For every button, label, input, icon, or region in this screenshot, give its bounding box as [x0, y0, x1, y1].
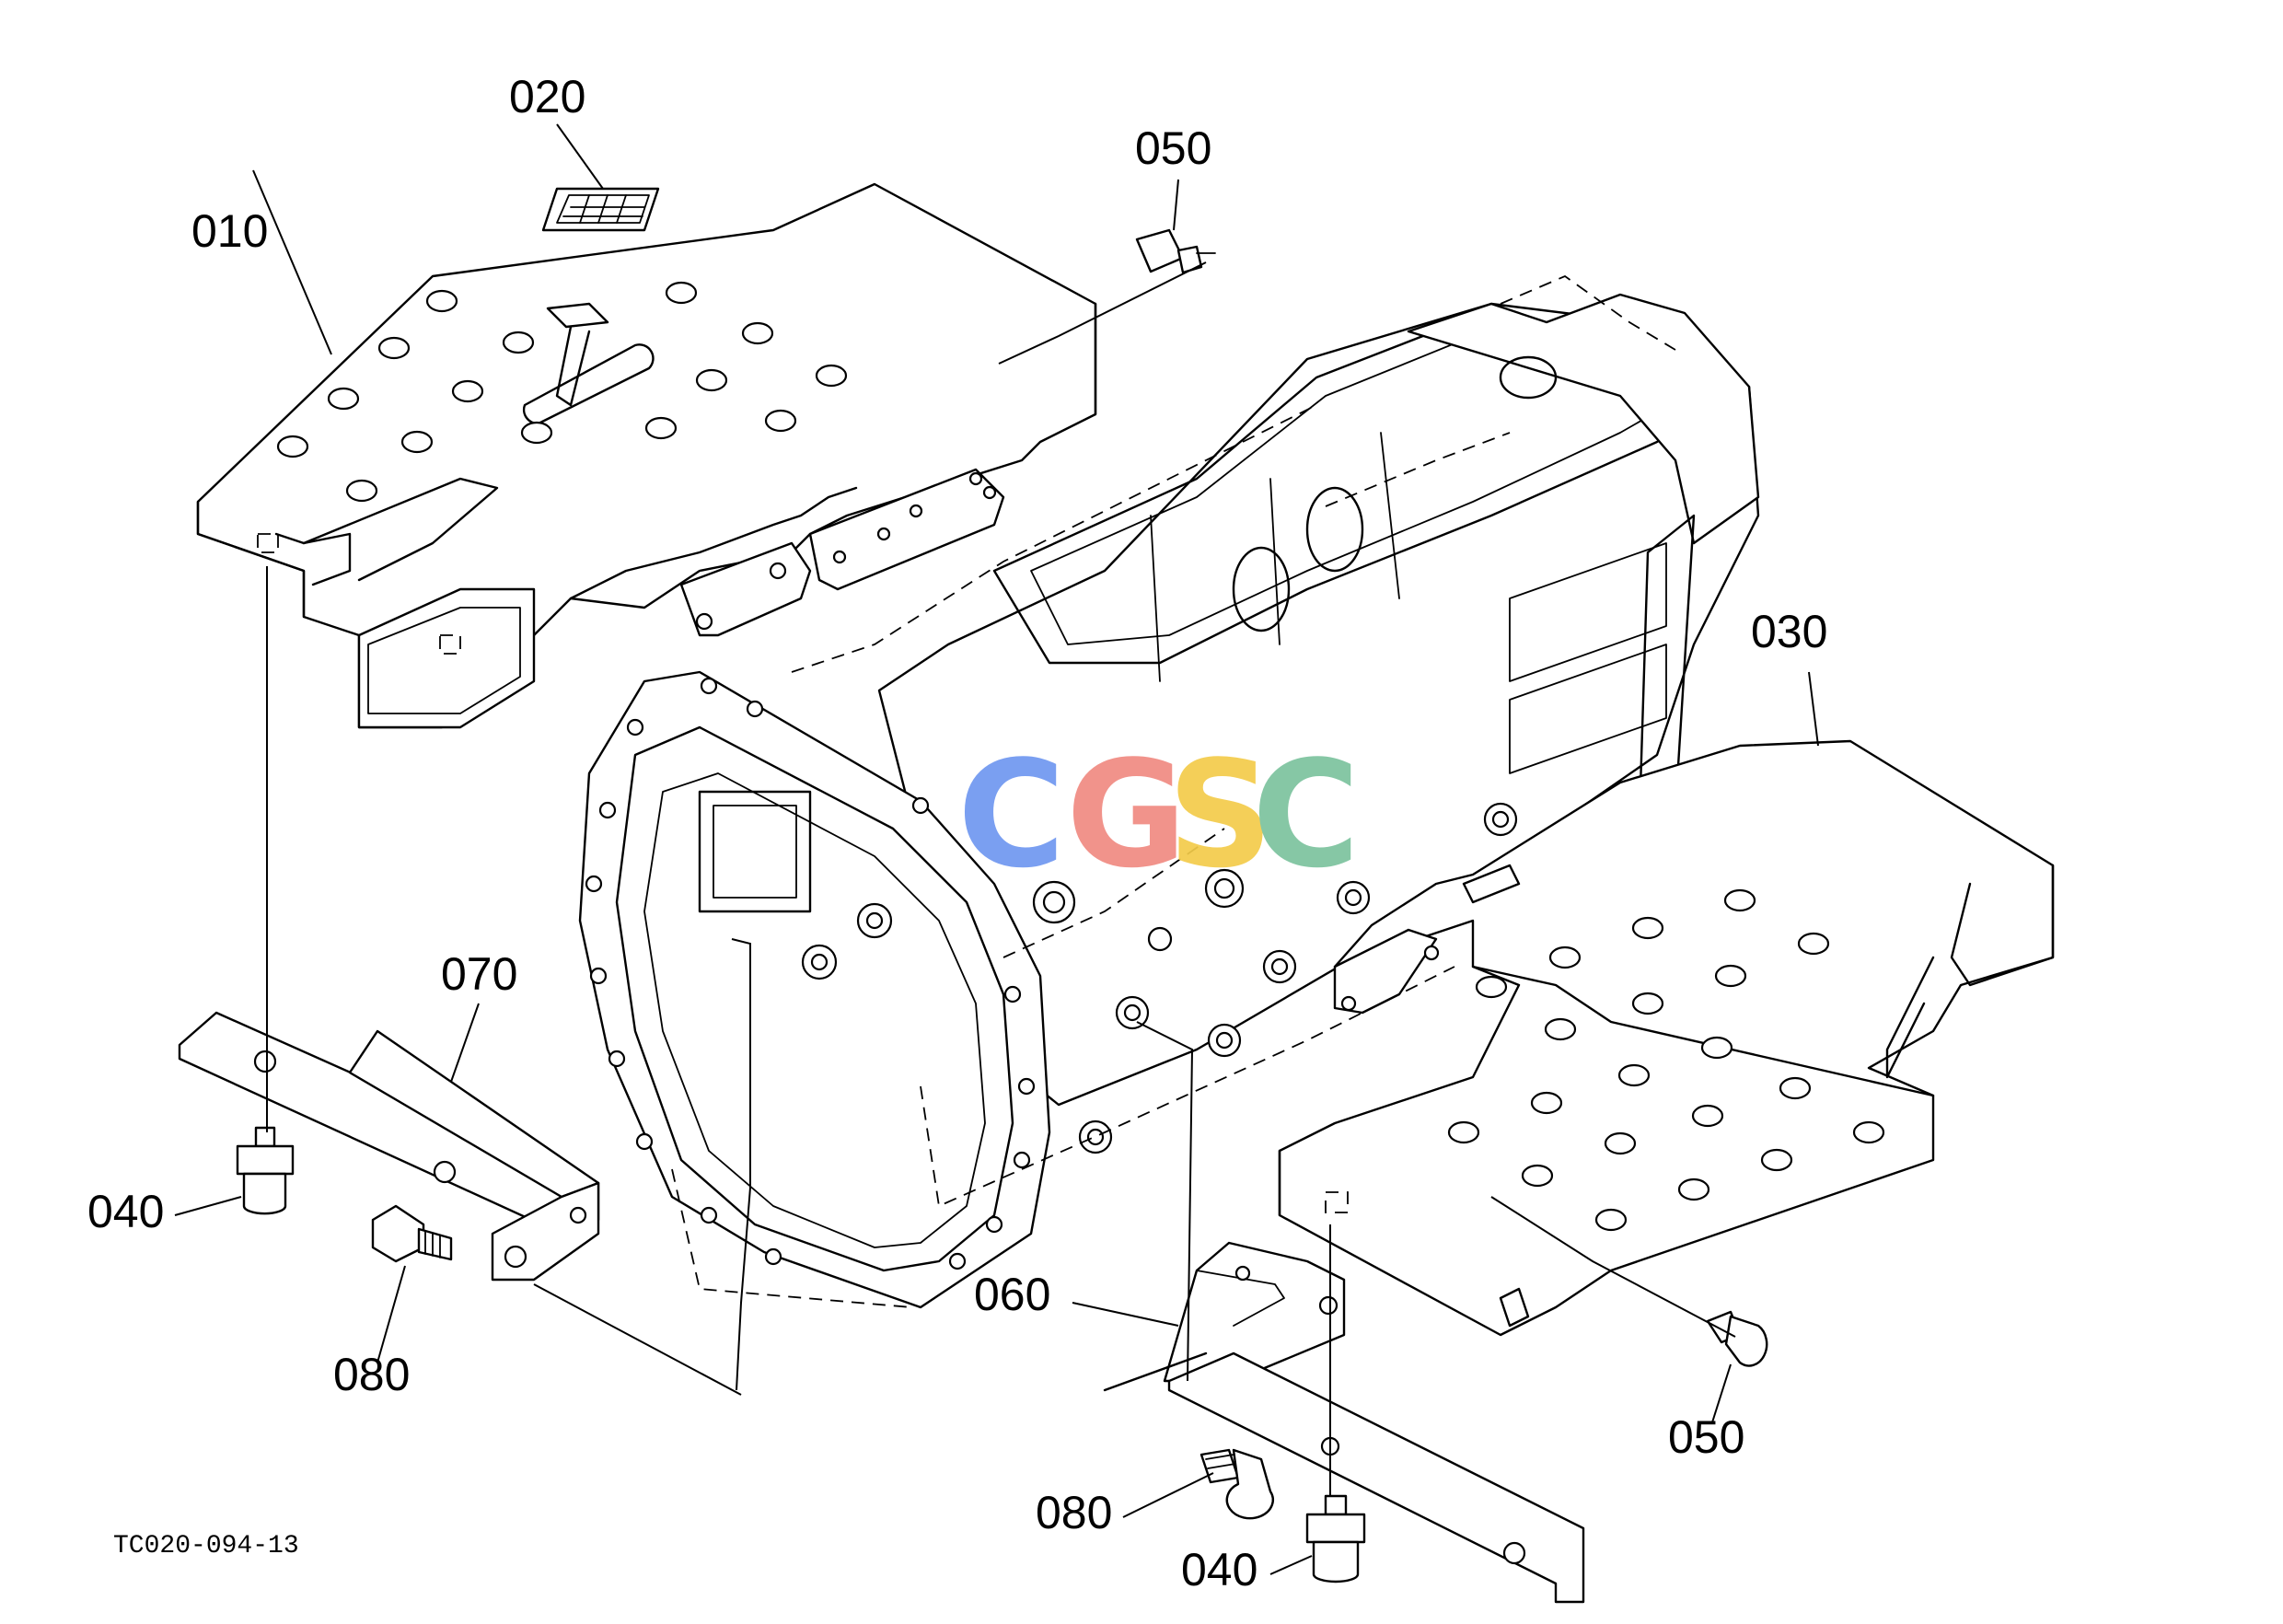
bolt-050-top [1135, 228, 1216, 274]
callout-060: 060 [974, 1269, 1050, 1320]
watermark: C G S C [957, 728, 1360, 900]
callout-050-bottom: 050 [1668, 1411, 1744, 1463]
callout-050-top: 050 [1135, 122, 1211, 174]
bolt-080-left [371, 1204, 453, 1263]
watermark-letter-c1: C [957, 728, 1065, 900]
bracket-070 [178, 1011, 600, 1282]
watermark-letter-c2: C [1252, 728, 1360, 900]
step-plate-right [1278, 739, 2055, 1337]
watermark-letter-g: G [1066, 728, 1187, 900]
callout-070: 070 [441, 948, 517, 1000]
transmission-case [578, 274, 1760, 1309]
callout-080-bottom: 080 [1036, 1487, 1112, 1538]
bolt-040-left [236, 1126, 295, 1215]
callout-020: 020 [509, 71, 585, 122]
bolt-050-bottom [1706, 1310, 1768, 1367]
tread-holes-left [276, 281, 848, 503]
bolt-080-bottom [1199, 1448, 1274, 1520]
tread-holes-right [1447, 888, 1885, 1232]
watermark-letter-s: S [1167, 728, 1273, 900]
callout-030: 030 [1751, 606, 1827, 657]
bolt-040-bottom [1305, 1494, 1366, 1583]
callout-040-bottom: 040 [1181, 1544, 1257, 1595]
callout-010: 010 [191, 205, 268, 257]
callout-040-left: 040 [87, 1186, 164, 1237]
assembly-lines [266, 261, 1736, 1496]
callout-labels: 010 020 050 030 070 040 080 060 050 080 … [87, 71, 1827, 1595]
callout-080-left: 080 [333, 1349, 410, 1400]
step-plate-left [196, 182, 1097, 729]
drawing-code: TC020-094-13 [113, 1532, 299, 1560]
callout-leaders [174, 123, 1819, 1575]
bracket-060 [1103, 1241, 1585, 1604]
